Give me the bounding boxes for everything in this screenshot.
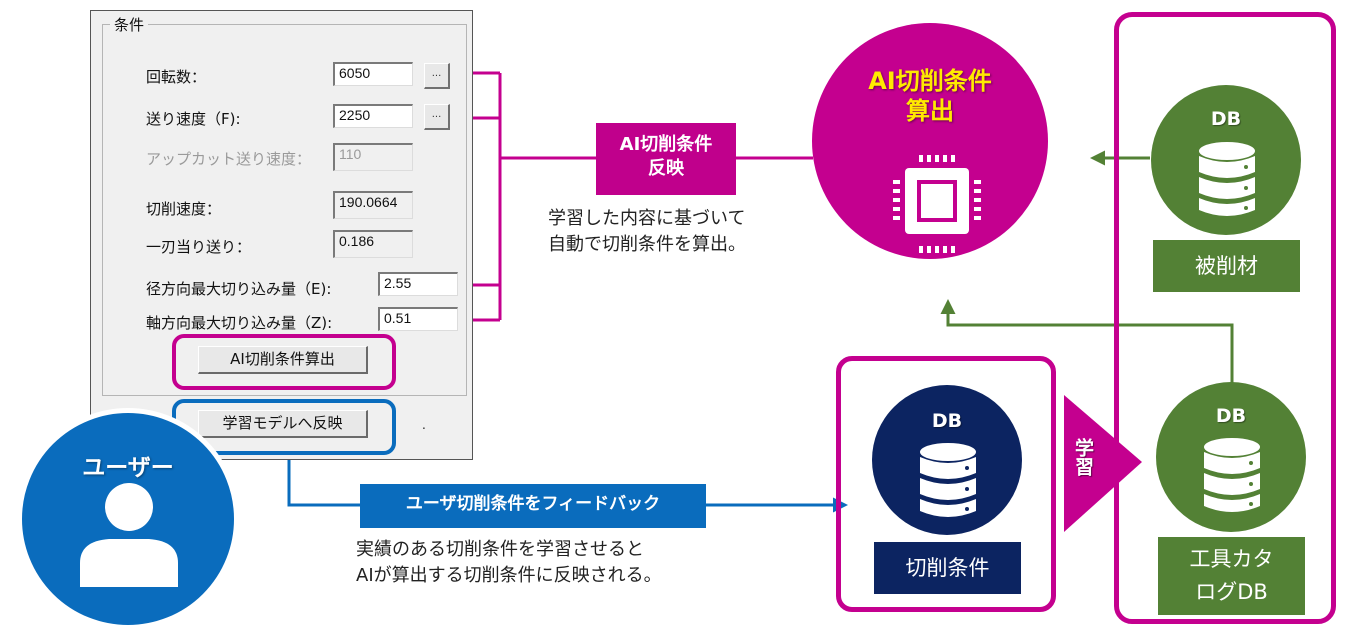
ai-node-title: AI切削条件 算出 <box>812 66 1048 126</box>
conditions-db-caption: 切削条件 <box>874 542 1021 594</box>
upcut-feed-field: 110 <box>333 143 413 171</box>
feed-rate-label: 送り速度（F): <box>146 110 241 128</box>
feed-per-tooth-label: 一刃当り送り： <box>146 238 252 256</box>
database-icon <box>920 443 976 517</box>
material-db-caption: 被削材 <box>1153 240 1300 292</box>
conditions-db-title: DB <box>931 410 963 432</box>
ai-node-title-line2: 算出 <box>906 97 954 125</box>
conditions-groupbox <box>102 24 467 396</box>
ai-calc-highlight <box>172 334 396 390</box>
ai-reflect-desc-line1: 学習した内容に基づいて <box>548 208 746 229</box>
feedback-desc-line2: AIが算出する切削条件に反映される。 <box>356 565 662 586</box>
learn-arrow <box>1064 395 1142 532</box>
feedback-label: ユーザ切削条件をフィードバック <box>360 484 706 528</box>
learn-arrow-label: 学習 <box>1072 438 1094 476</box>
catalog-caption-line2: ログDB <box>1195 580 1268 604</box>
reference-db-group <box>1114 12 1336 624</box>
ai-reflect-label: AI切削条件 反映 <box>596 123 736 195</box>
group-title: 条件 <box>110 14 149 35</box>
reflect-model-button[interactable]: 学習モデルへ反映 <box>198 410 368 438</box>
catalog-caption-line1: 工具カタ <box>1189 547 1274 571</box>
rpm-input[interactable]: 6050 <box>333 62 413 86</box>
cutting-speed-label: 切削速度： <box>146 200 222 218</box>
ai-node-title-line1: AI切削条件 <box>868 67 992 95</box>
cutting-speed-field: 190.0664 <box>333 191 413 219</box>
radial-depth-input[interactable]: 2.55 <box>378 272 458 296</box>
ai-reflect-label-line2: 反映 <box>648 158 684 179</box>
database-icon <box>1199 142 1255 216</box>
dialog-dot: . <box>422 418 426 432</box>
axial-depth-input[interactable]: 0.51 <box>378 307 458 331</box>
radial-depth-label: 径方向最大切り込み量（E): <box>146 280 332 298</box>
ai-calc-button[interactable]: AI切削条件算出 <box>198 346 368 374</box>
catalog-db-title: DB <box>1215 405 1247 427</box>
rpm-ellipsis-button[interactable]: ... <box>424 63 450 89</box>
ai-reflect-description: 学習した内容に基づいて 自動で切削条件を算出。 <box>548 206 746 258</box>
feedback-desc-line1: 実績のある切削条件を学習させると <box>356 539 644 560</box>
user-title: ユーザー <box>82 455 174 481</box>
cpu-chip-icon <box>893 155 981 253</box>
feed-rate-input[interactable]: 2250 <box>333 104 413 128</box>
conditions-db-group <box>836 356 1056 612</box>
feedback-description: 実績のある切削条件を学習させると AIが算出する切削条件に反映される。 <box>356 537 662 589</box>
feed-rate-ellipsis-button[interactable]: ... <box>424 104 450 130</box>
catalog-to-ai-arrow <box>940 299 1234 385</box>
database-icon <box>1204 438 1260 512</box>
ai-reflect-desc-line2: 自動で切削条件を算出。 <box>548 234 746 255</box>
rpm-label: 回転数： <box>146 68 207 86</box>
upcut-feed-label: アップカット送り速度： <box>146 150 312 168</box>
feed-per-tooth-field: 0.186 <box>333 230 413 258</box>
ai-reflect-label-line1: AI切削条件 <box>619 134 713 155</box>
material-db-title: DB <box>1210 108 1242 130</box>
axial-depth-label: 軸方向最大切り込み量（Z): <box>146 314 333 332</box>
person-icon <box>80 483 178 587</box>
catalog-db-caption: 工具カタ ログDB <box>1158 537 1305 615</box>
